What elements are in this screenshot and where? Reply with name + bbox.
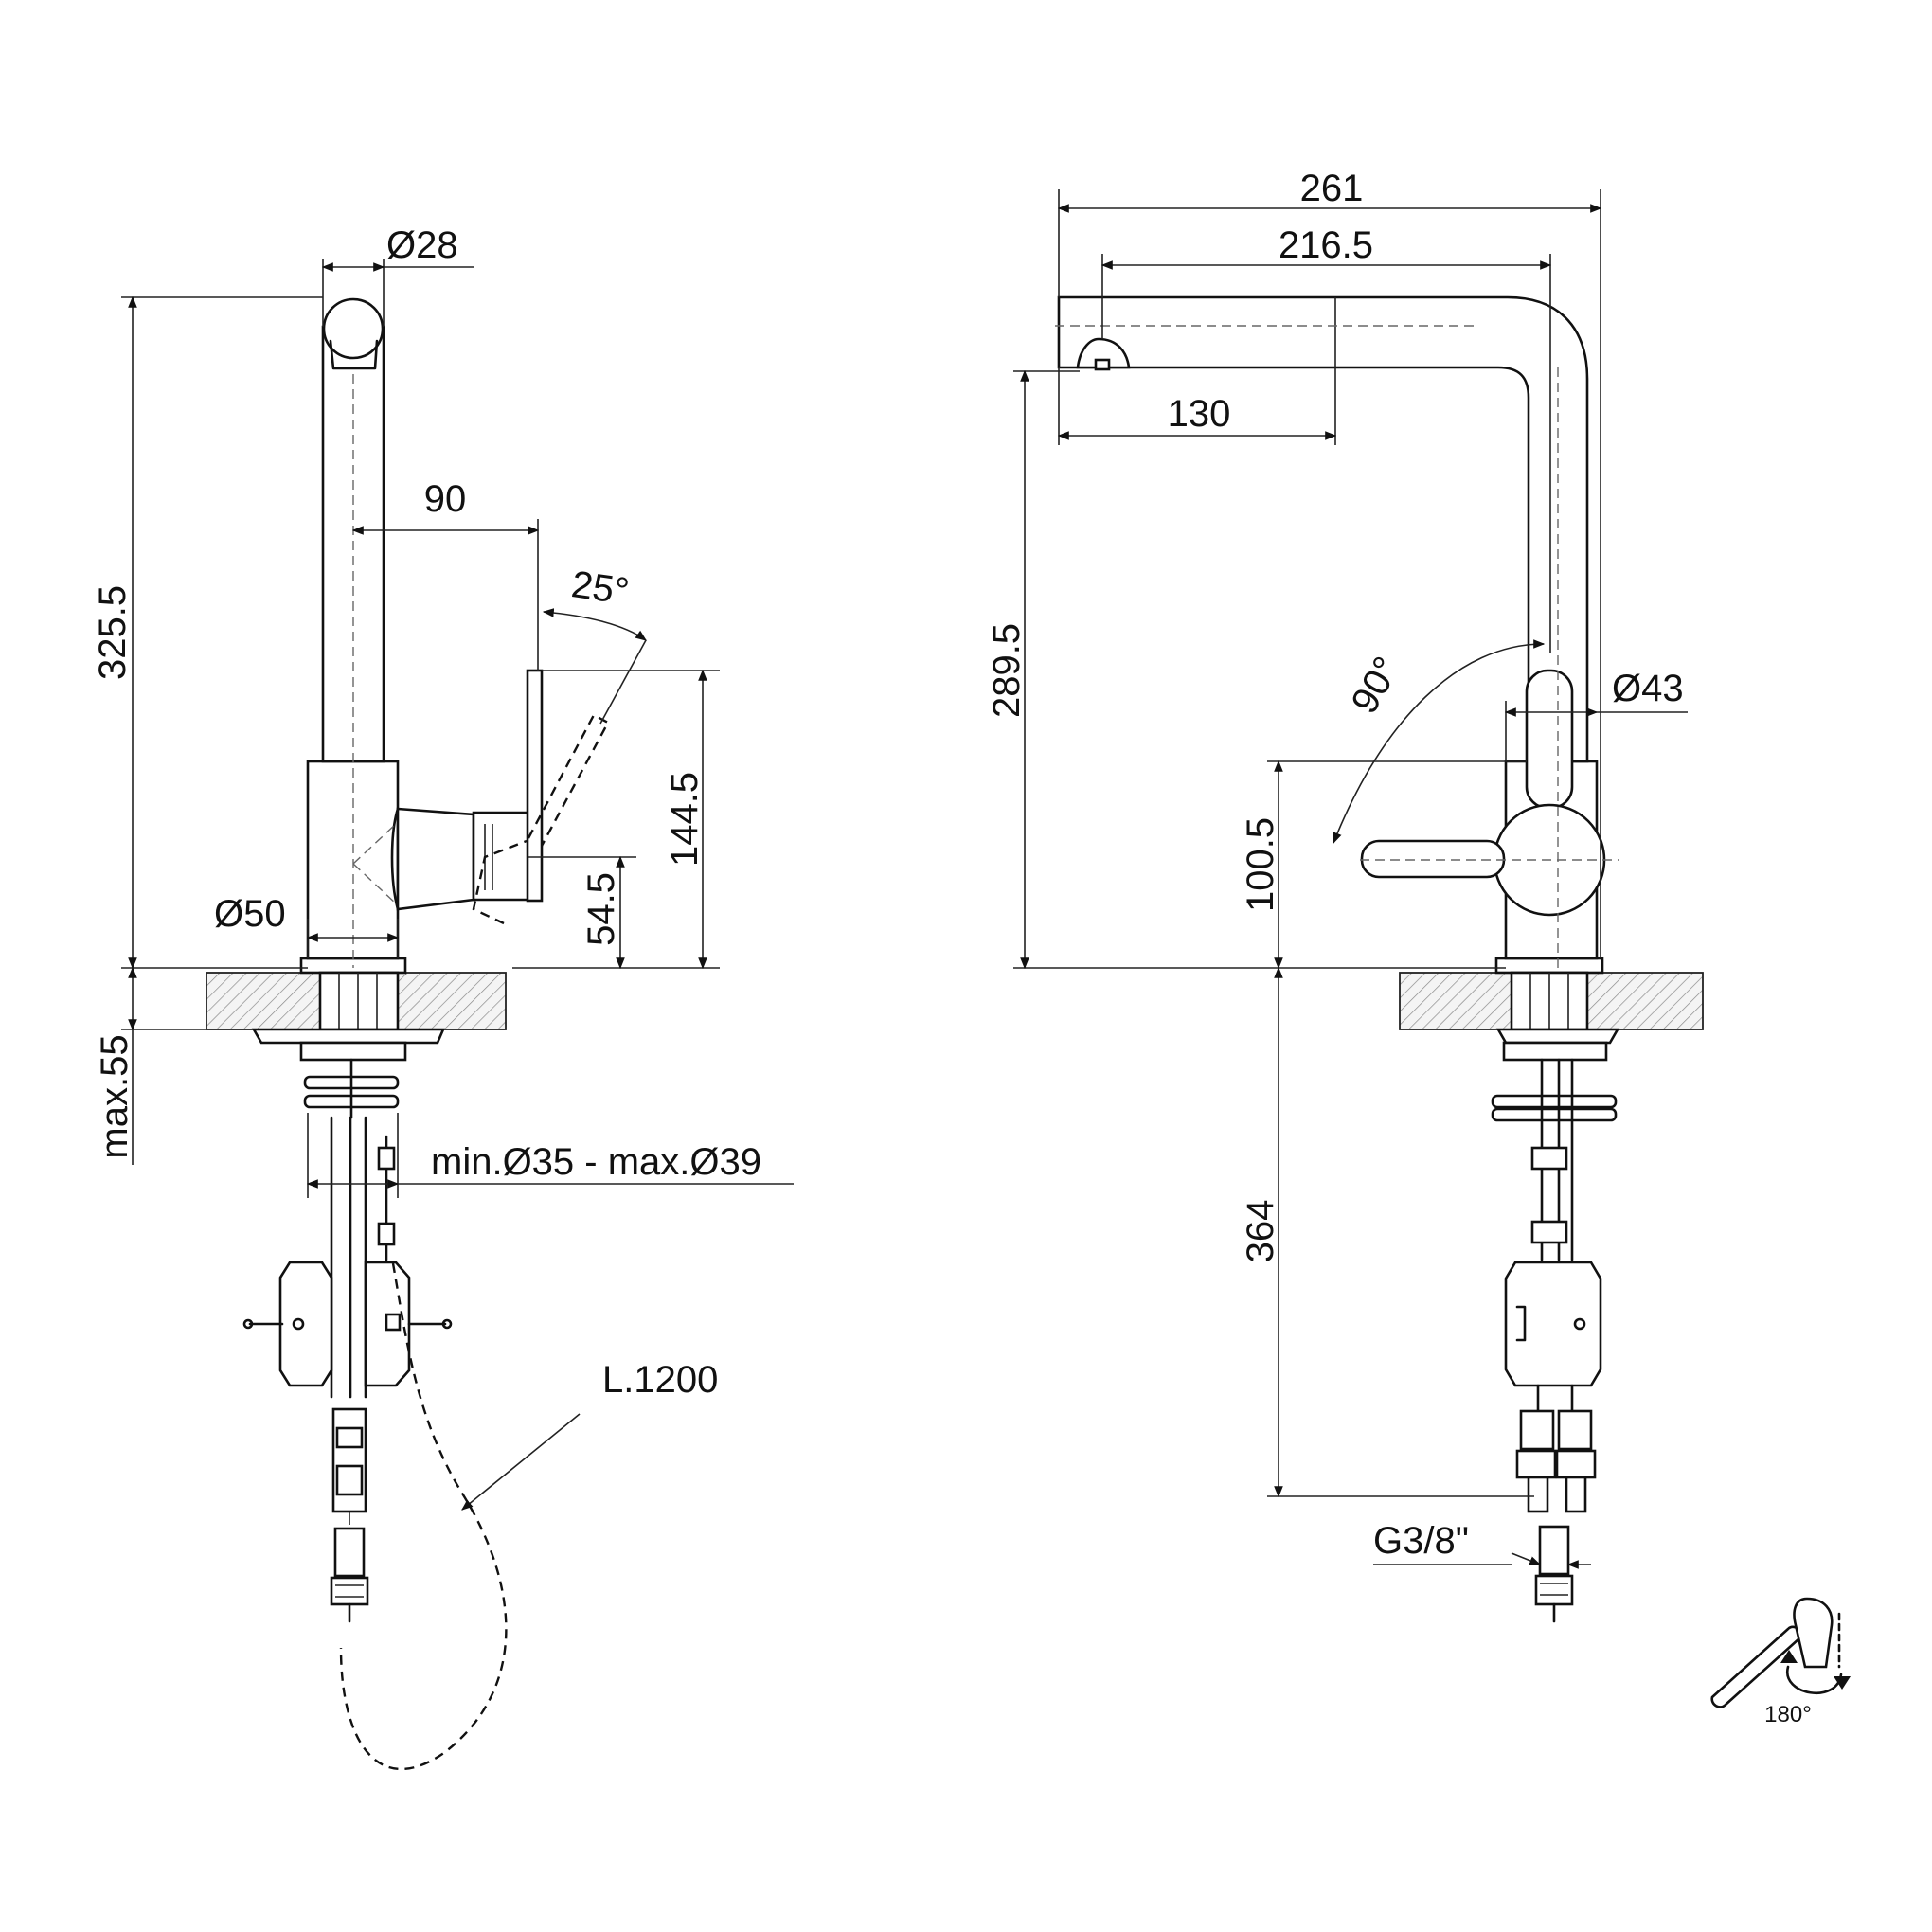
spout-tube bbox=[1057, 295, 1589, 763]
dim-total-height: 325.5 bbox=[92, 585, 134, 680]
left-side-view: Ø28 325.5 90 25° 144.5 54.5 Ø50 max.55 bbox=[92, 224, 794, 1771]
dim-hole-diameter: min.Ø35 - max.Ø39 bbox=[431, 1141, 761, 1183]
dim-head-length: 130 bbox=[1168, 393, 1231, 435]
right-side-view: 261 216.5 130 289.5 90° Ø43 100.5 364 bbox=[986, 168, 1704, 1623]
mixer-lever bbox=[1525, 669, 1574, 810]
mixer-lever bbox=[526, 669, 544, 903]
pull-out-hose bbox=[339, 1262, 508, 1771]
dim-lever-height: 144.5 bbox=[664, 772, 706, 867]
dim-thread-size: G3/8" bbox=[1373, 1520, 1469, 1562]
rotation-angle-label: 180° bbox=[1764, 1702, 1812, 1727]
dim-overall-reach: 261 bbox=[1300, 168, 1364, 209]
dim-spout-height: 289.5 bbox=[986, 623, 1028, 718]
hose-counterweight bbox=[278, 1261, 333, 1387]
hose-counterweight bbox=[1504, 1261, 1602, 1387]
dim-deck-thickness: max.55 bbox=[94, 1034, 135, 1158]
dim-lever-rotation: 90° bbox=[1344, 650, 1408, 720]
dim-spout-diameter: Ø28 bbox=[386, 224, 458, 266]
dim-body-diameter: Ø43 bbox=[1612, 668, 1684, 709]
dim-lever-offset: 90 bbox=[424, 478, 467, 520]
dim-hose-length: L.1200 bbox=[602, 1359, 718, 1401]
rotate-spout-icon: 180° bbox=[1710, 1597, 1851, 1727]
dim-lever-height: 100.5 bbox=[1240, 817, 1281, 912]
dim-lever-base: 54.5 bbox=[581, 872, 622, 946]
dim-base-diameter: Ø50 bbox=[214, 893, 286, 935]
dim-lever-angle: 25° bbox=[569, 564, 632, 613]
dim-hose-drop: 364 bbox=[1240, 1200, 1281, 1263]
dim-spout-reach: 216.5 bbox=[1279, 224, 1373, 266]
